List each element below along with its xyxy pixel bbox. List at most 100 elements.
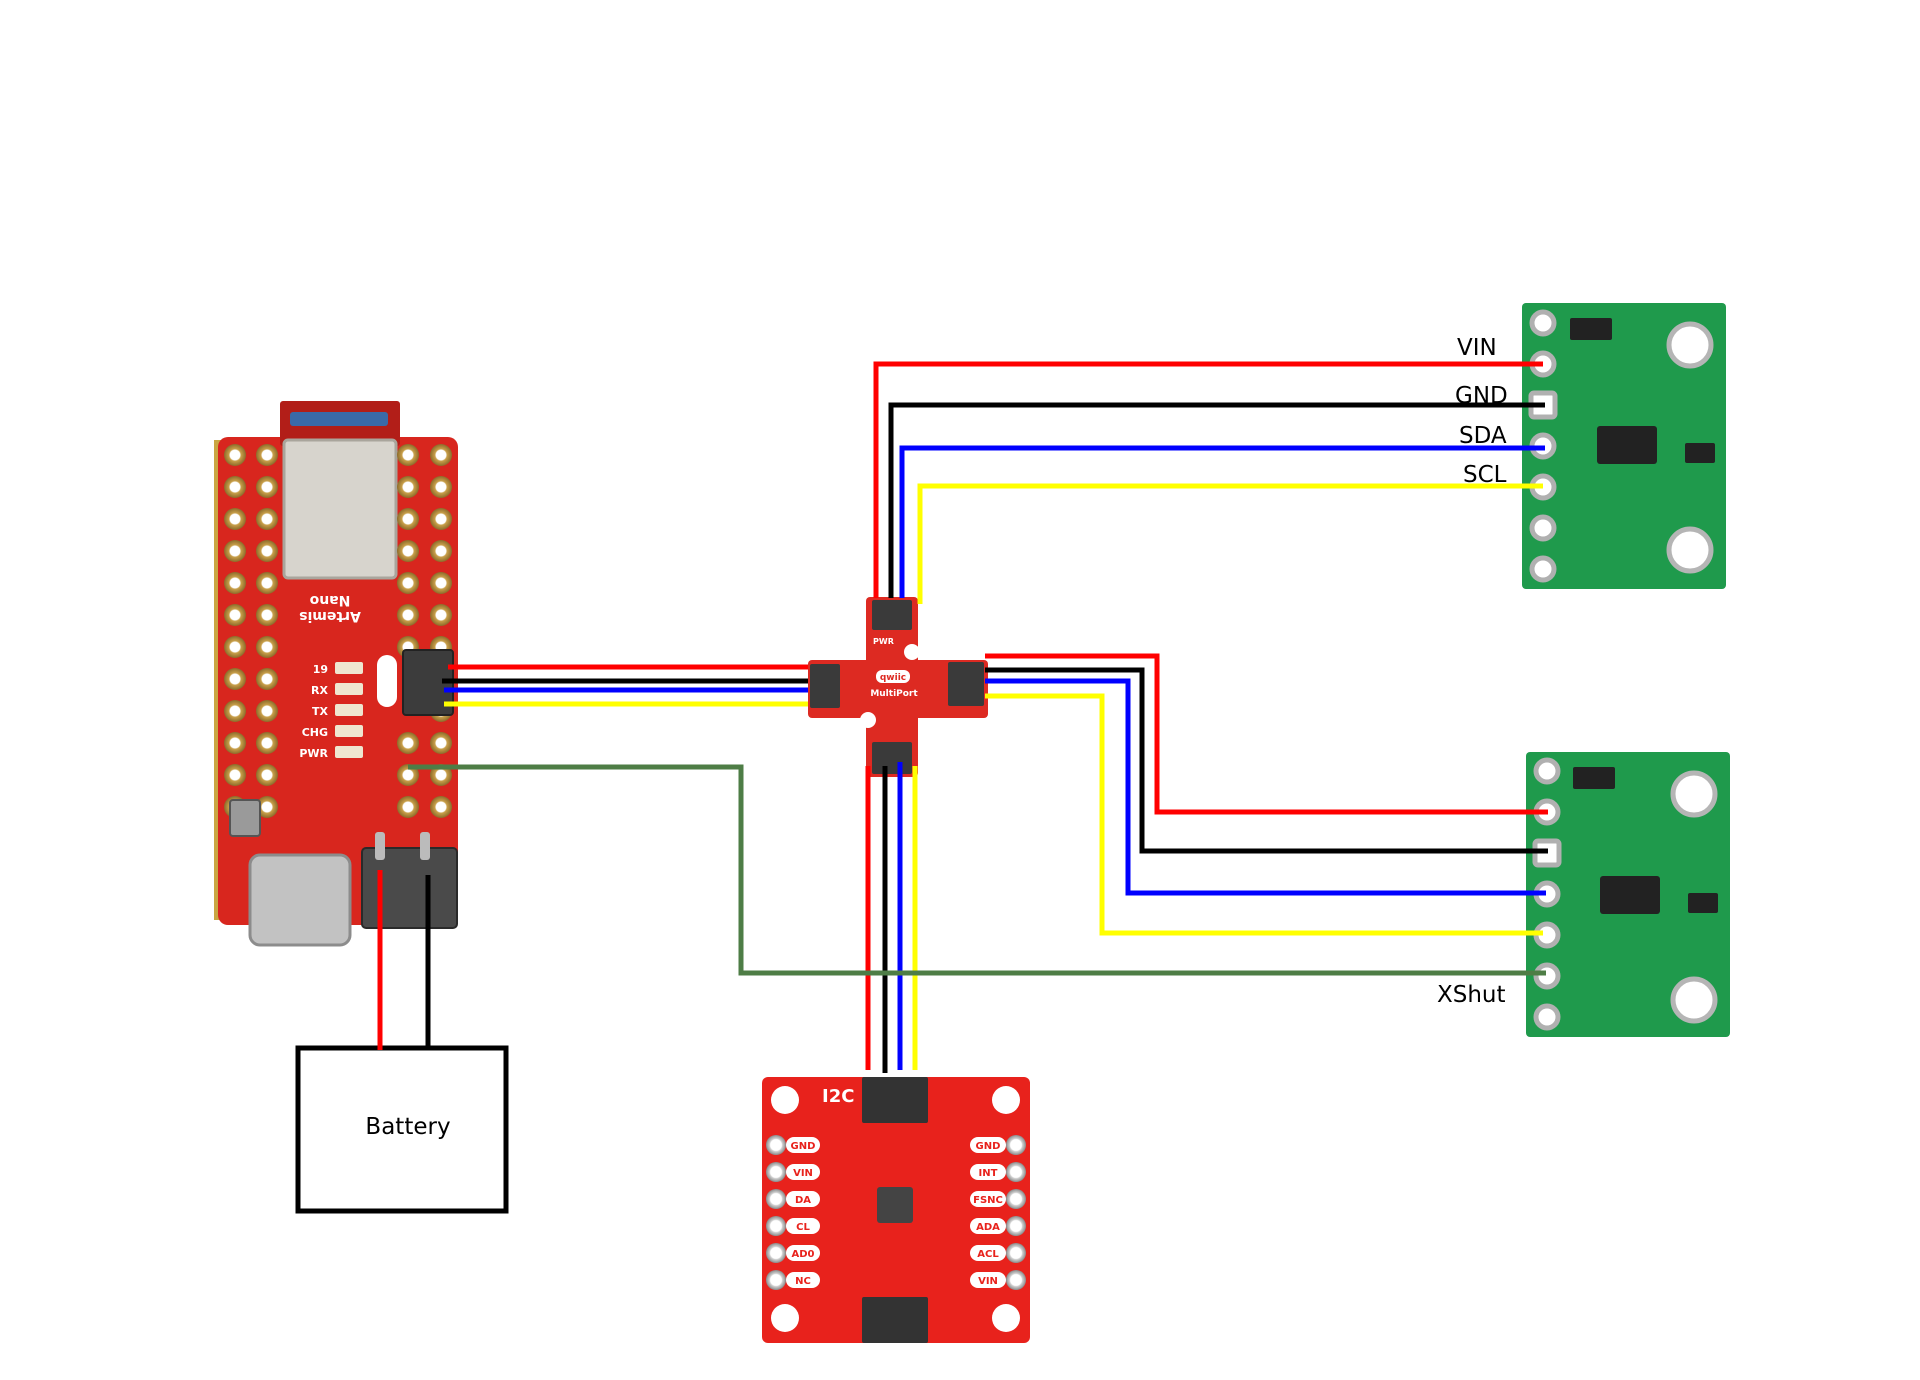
wire-tof1-vin [873,361,1543,598]
multiport-connector-top [872,600,912,630]
mounting-hole [992,1304,1020,1332]
imu-pin-badge [786,1164,820,1180]
header-pad [256,796,278,818]
tof2-regulator [1573,767,1615,789]
imu-pin-pad [1006,1135,1026,1155]
tof-pin-pad [1529,555,1557,583]
header-pad [430,444,452,466]
imu-pin-label: ADA [976,1222,1000,1233]
imu-qwiic-bottom [862,1297,928,1343]
usb-c-port [248,853,352,947]
imu-pin-badge [786,1272,820,1288]
header-pad [224,476,246,498]
silk-artemis: Artemis [299,608,361,624]
led-label: 19 [313,663,328,676]
header-pad [224,668,246,690]
wire-tof2-sda [985,678,1546,896]
imu-pin-label: GND [976,1141,1001,1152]
reset-button [229,799,261,837]
tof-sensor-2 [1526,752,1730,1037]
header-pad [430,604,452,626]
imu-pin-badge [786,1191,820,1207]
battery-block: Battery [295,1045,509,1214]
tof1-regulator [1570,318,1612,340]
imu-pin-pad [766,1135,786,1155]
header-pad [430,732,452,754]
imu-pin-pad [1006,1243,1026,1263]
header-pad [256,444,278,466]
header-pad [397,540,419,562]
label-xshut: XShut [1437,982,1506,1008]
imu-pin-badge [970,1164,1006,1180]
mounting-hole [771,1086,799,1114]
header-pad [256,636,278,658]
mounting-hole [860,712,876,728]
silk-qwiic: qwiic [880,673,906,683]
imu-pin-pad [1006,1162,1026,1182]
qwiic-logo-badge [876,670,910,683]
header-pad [397,508,419,530]
tof-pin-pad [1529,514,1557,542]
tof-pin-pad [1529,309,1557,337]
imu-pin-pad [766,1162,786,1182]
wire-tof2-vin [985,653,1548,815]
antenna-chip [290,412,388,426]
qwiic-multiport: PWR qwiic MultiPort [808,597,988,777]
status-led [335,704,363,716]
imu-pin-pad [1006,1216,1026,1236]
imu-pin-badge [970,1245,1006,1261]
label-sda: SDA [1459,423,1507,449]
imu-pin-label: VIN [978,1276,998,1287]
label-vin: VIN [1457,335,1497,361]
imu-pin-badge [786,1245,820,1261]
tof-pin-pad [1533,757,1561,785]
tof-sensor-1 [1522,303,1726,589]
status-led [335,683,363,695]
header-pad [224,732,246,754]
header-pad [256,540,278,562]
led-label: RX [311,684,328,697]
header-pad [430,476,452,498]
label-gnd: GND [1455,383,1508,409]
imu-pin-label: FSNC [973,1195,1003,1206]
mounting-hole [992,1086,1020,1114]
header-pad [224,636,246,658]
header-pad [430,540,452,562]
imu-pin-pad [766,1270,786,1290]
imu-pin-label: INT [979,1168,998,1179]
header-pad [256,668,278,690]
imu-pin-badge [970,1191,1006,1207]
header-pad [256,764,278,786]
header-pad [224,604,246,626]
imu-pin-label: CL [796,1222,810,1233]
header-pad [397,572,419,594]
status-led [335,746,363,758]
imu-pin-pad [766,1243,786,1263]
header-pad [224,508,246,530]
multiport-horizontal-arm [808,660,988,718]
header-pads-left [224,444,278,818]
led-label: PWR [299,747,328,760]
imu-pin-pad [1006,1270,1026,1290]
imu-pin-label: DA [795,1195,811,1206]
imu-pin-pad [766,1216,786,1236]
header-pad [430,572,452,594]
tof1-transistor [1685,443,1715,463]
imu-pin-label: GND [791,1141,816,1152]
tof2-transistor [1688,893,1718,913]
mounting-hole [1670,770,1718,818]
header-pad [397,732,419,754]
silk-pwr: PWR [873,637,894,646]
jst-pin-minus [420,832,430,860]
multiport-connector-bottom [872,742,912,774]
jst-pin-plus [375,832,385,860]
header-pad [430,796,452,818]
rf-shield [282,438,398,580]
imu-pin-badge [786,1218,820,1234]
tof2-sensor-chip [1600,876,1660,914]
